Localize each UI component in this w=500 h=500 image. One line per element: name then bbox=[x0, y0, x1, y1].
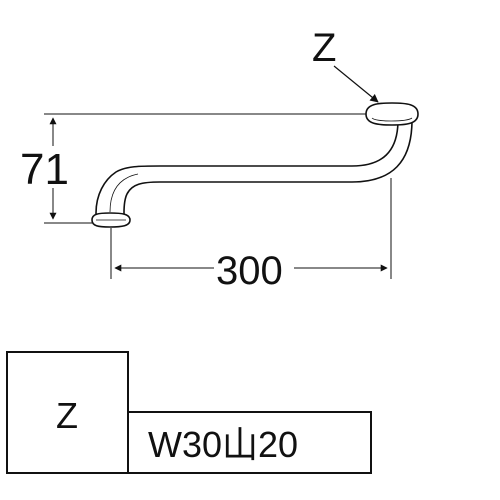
height-label-backdrop bbox=[20, 146, 78, 188]
part-leader-line bbox=[333, 65, 379, 103]
height-dimension-label: 71 bbox=[20, 145, 69, 194]
length-label-backdrop bbox=[214, 246, 294, 288]
inlet-connector-nut bbox=[365, 102, 419, 126]
spec-table-part-label: Z bbox=[56, 395, 78, 436]
length-dimension-label: 300 bbox=[216, 249, 283, 293]
spec-table-thread-spec: W30山20 bbox=[148, 424, 298, 465]
spout-pipe-inner-line bbox=[109, 173, 139, 213]
spec-table-part-cell bbox=[6, 351, 129, 474]
spout-pipe-outline bbox=[95, 119, 413, 220]
part-label-z: Z bbox=[312, 26, 336, 70]
inlet-connector-nut-ring bbox=[371, 117, 413, 122]
spec-table-thread-cell bbox=[127, 411, 372, 474]
